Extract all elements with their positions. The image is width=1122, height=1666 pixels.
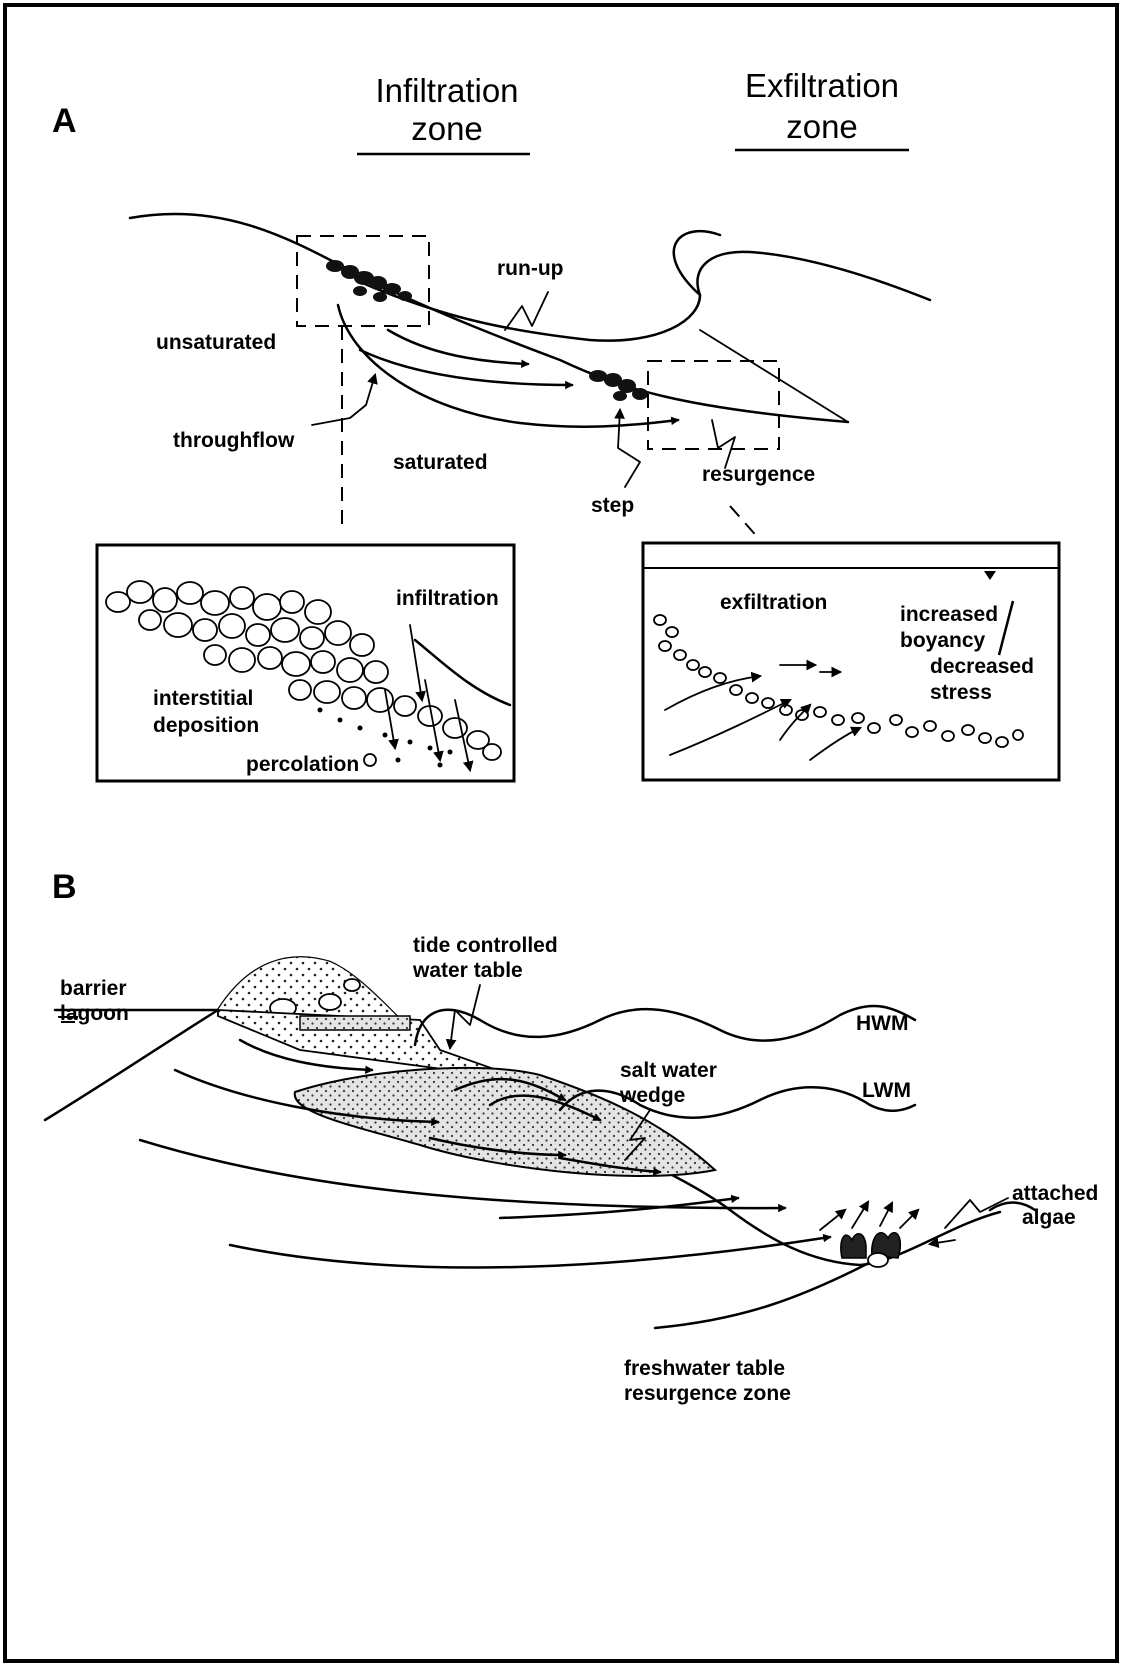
run-up-label: run-up	[497, 257, 563, 330]
svg-text:tide controlled: tide controlled	[413, 934, 558, 957]
exfiltration-heading: Exfiltration zone	[735, 67, 909, 150]
exfiltration-label: exfiltration	[720, 591, 827, 614]
increased-boyancy-2: boyancy	[900, 629, 986, 652]
svg-text:freshwater table: freshwater table	[624, 1357, 785, 1380]
svg-text:water table: water table	[412, 959, 523, 982]
interstitial-label-2: deposition	[153, 714, 259, 737]
svg-text:salt water: salt water	[620, 1059, 717, 1082]
svg-text:throughflow: throughflow	[173, 429, 295, 452]
throughflow-label: throughflow	[173, 375, 375, 452]
pebble-cluster-upper	[326, 260, 412, 302]
unsaturated-label: unsaturated	[156, 331, 276, 354]
resurgence-label: resurgence	[702, 420, 815, 486]
pebble-cluster-step	[589, 370, 648, 401]
interstitial-label-1: interstitial	[153, 687, 253, 710]
svg-text:resurgence zone: resurgence zone	[624, 1382, 791, 1405]
svg-text:step: step	[591, 494, 634, 517]
infiltration-inset: infiltration interstitial deposition per…	[97, 545, 514, 781]
figure-frame	[5, 5, 1117, 1661]
beach-profile-a	[130, 214, 930, 422]
hwm-label: HWM	[856, 1012, 908, 1035]
decreased-stress-2: stress	[930, 681, 992, 704]
lwm-label: LWM	[862, 1079, 911, 1102]
barrier-lagoon-label: barrier lagoon	[60, 977, 129, 1025]
svg-text:run-up: run-up	[497, 257, 563, 280]
svg-text:zone: zone	[411, 110, 483, 147]
svg-text:zone: zone	[786, 108, 858, 145]
svg-text:barrier: barrier	[60, 977, 127, 1000]
svg-text:Exfiltration: Exfiltration	[745, 67, 899, 104]
exfiltration-inset: exfiltration increased boyancy decreased…	[643, 543, 1059, 780]
svg-text:resurgence: resurgence	[702, 463, 815, 486]
svg-text:algae: algae	[1022, 1206, 1076, 1229]
tide-controlled-label: tide controlled water table	[412, 934, 558, 1048]
svg-text:lagoon: lagoon	[60, 1002, 129, 1025]
svg-text:attached: attached	[1012, 1182, 1098, 1205]
throughflow-arrows	[338, 305, 678, 427]
svg-text:wedge: wedge	[619, 1084, 685, 1107]
increased-boyancy-1: increased	[900, 603, 998, 626]
saturated-label: saturated	[393, 451, 488, 474]
svg-text:Infiltration: Infiltration	[375, 72, 518, 109]
attached-algae	[820, 1202, 955, 1267]
panel-b-letter: B	[52, 868, 77, 906]
decreased-stress-1: decreased	[930, 655, 1034, 678]
freshwater-label: freshwater table resurgence zone	[624, 1357, 791, 1405]
panel-a-letter: A	[52, 102, 77, 140]
infiltration-heading: Infiltration zone	[357, 72, 530, 154]
infiltration-label: infiltration	[396, 587, 499, 610]
percolation-label: percolation	[246, 753, 359, 776]
